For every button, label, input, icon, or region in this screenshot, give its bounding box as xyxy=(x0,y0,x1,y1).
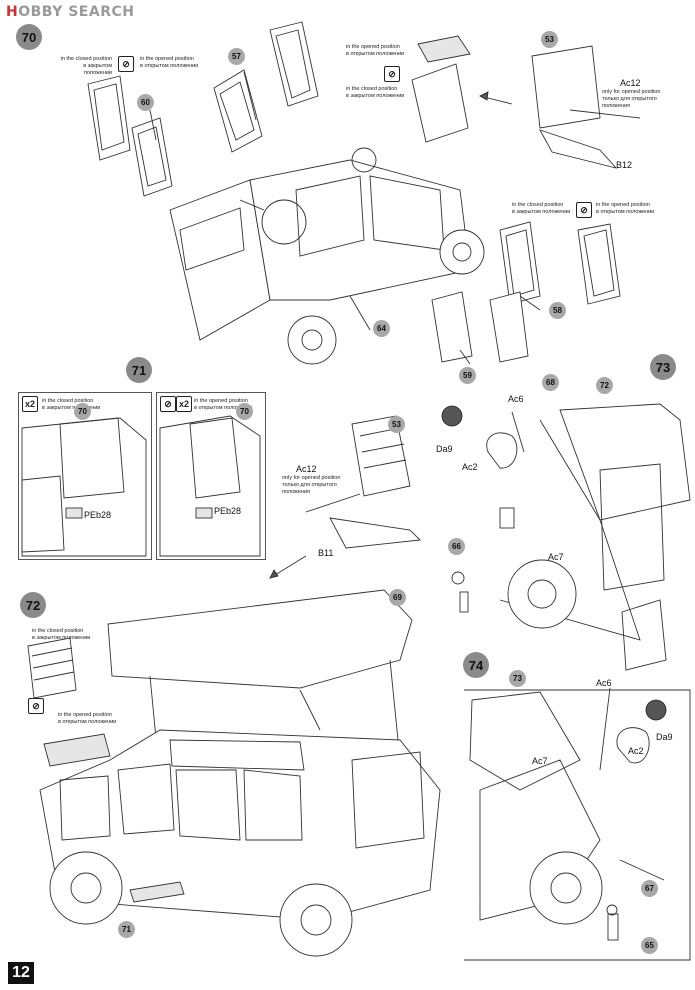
part-71: 71 xyxy=(118,921,135,938)
part-53: 53 xyxy=(541,31,558,48)
part-65: 65 xyxy=(641,937,658,954)
x2-icon-2: x2 xyxy=(176,396,192,412)
watermark-logo: HOBBY SEARCH xyxy=(6,4,135,20)
part-68: 68 xyxy=(542,374,559,391)
part-64: 64 xyxy=(373,320,390,337)
label-ac2b: Ac2 xyxy=(628,746,644,756)
x2-icon: x2 xyxy=(22,396,38,412)
step-72-badge: 72 xyxy=(20,592,46,618)
part-59: 59 xyxy=(459,367,476,384)
label-ac12b: Ac12 xyxy=(296,464,317,474)
step-71-illustration xyxy=(21,415,421,579)
label-peb28-2: PEb28 xyxy=(214,506,242,516)
part-53b: 53 xyxy=(388,416,405,433)
part-66: 66 xyxy=(448,538,465,555)
step-74-badge: 74 xyxy=(463,652,489,678)
part-67: 67 xyxy=(641,880,658,897)
label-da9: Da9 xyxy=(436,444,453,454)
step-70-badge: 70 xyxy=(16,24,42,50)
step-71-detail-left xyxy=(18,392,152,560)
part-57: 57 xyxy=(228,48,245,65)
step-70-illustration xyxy=(87,21,641,365)
step-73-illustration xyxy=(441,403,691,671)
page-number: 12 xyxy=(8,962,34,984)
lock-symbol-icon-2: ⊘ xyxy=(384,66,400,82)
label-ac6: Ac6 xyxy=(508,394,524,404)
step-73-badge: 73 xyxy=(650,354,676,380)
part-58: 58 xyxy=(549,302,566,319)
step-71-detail-right xyxy=(156,392,266,560)
lock-symbol-icon-3: ⊘ xyxy=(576,202,592,218)
label-da9b: Da9 xyxy=(656,732,673,742)
label-ac7b: Ac7 xyxy=(532,756,548,766)
part-70: 70 xyxy=(74,403,91,420)
label-peb28: PEb28 xyxy=(84,510,112,520)
lock-symbol-icon-71: ⊘ xyxy=(160,396,176,412)
label-ac2: Ac2 xyxy=(462,462,478,472)
part-70b: 70 xyxy=(236,403,253,420)
label-ac7: Ac7 xyxy=(548,552,564,562)
part-72: 72 xyxy=(596,377,613,394)
label-b12: B12 xyxy=(616,160,633,170)
step-71-badge: 71 xyxy=(126,357,152,383)
part-73: 73 xyxy=(509,670,526,687)
label-b11: B11 xyxy=(318,548,334,558)
part-60: 60 xyxy=(137,94,154,111)
lock-symbol-icon-72: ⊘ xyxy=(28,698,44,714)
label-ac6b: Ac6 xyxy=(596,678,612,688)
lock-symbol-icon: ⊘ xyxy=(118,56,134,72)
part-69: 69 xyxy=(389,589,406,606)
label-ac12: Ac12 xyxy=(620,78,641,88)
